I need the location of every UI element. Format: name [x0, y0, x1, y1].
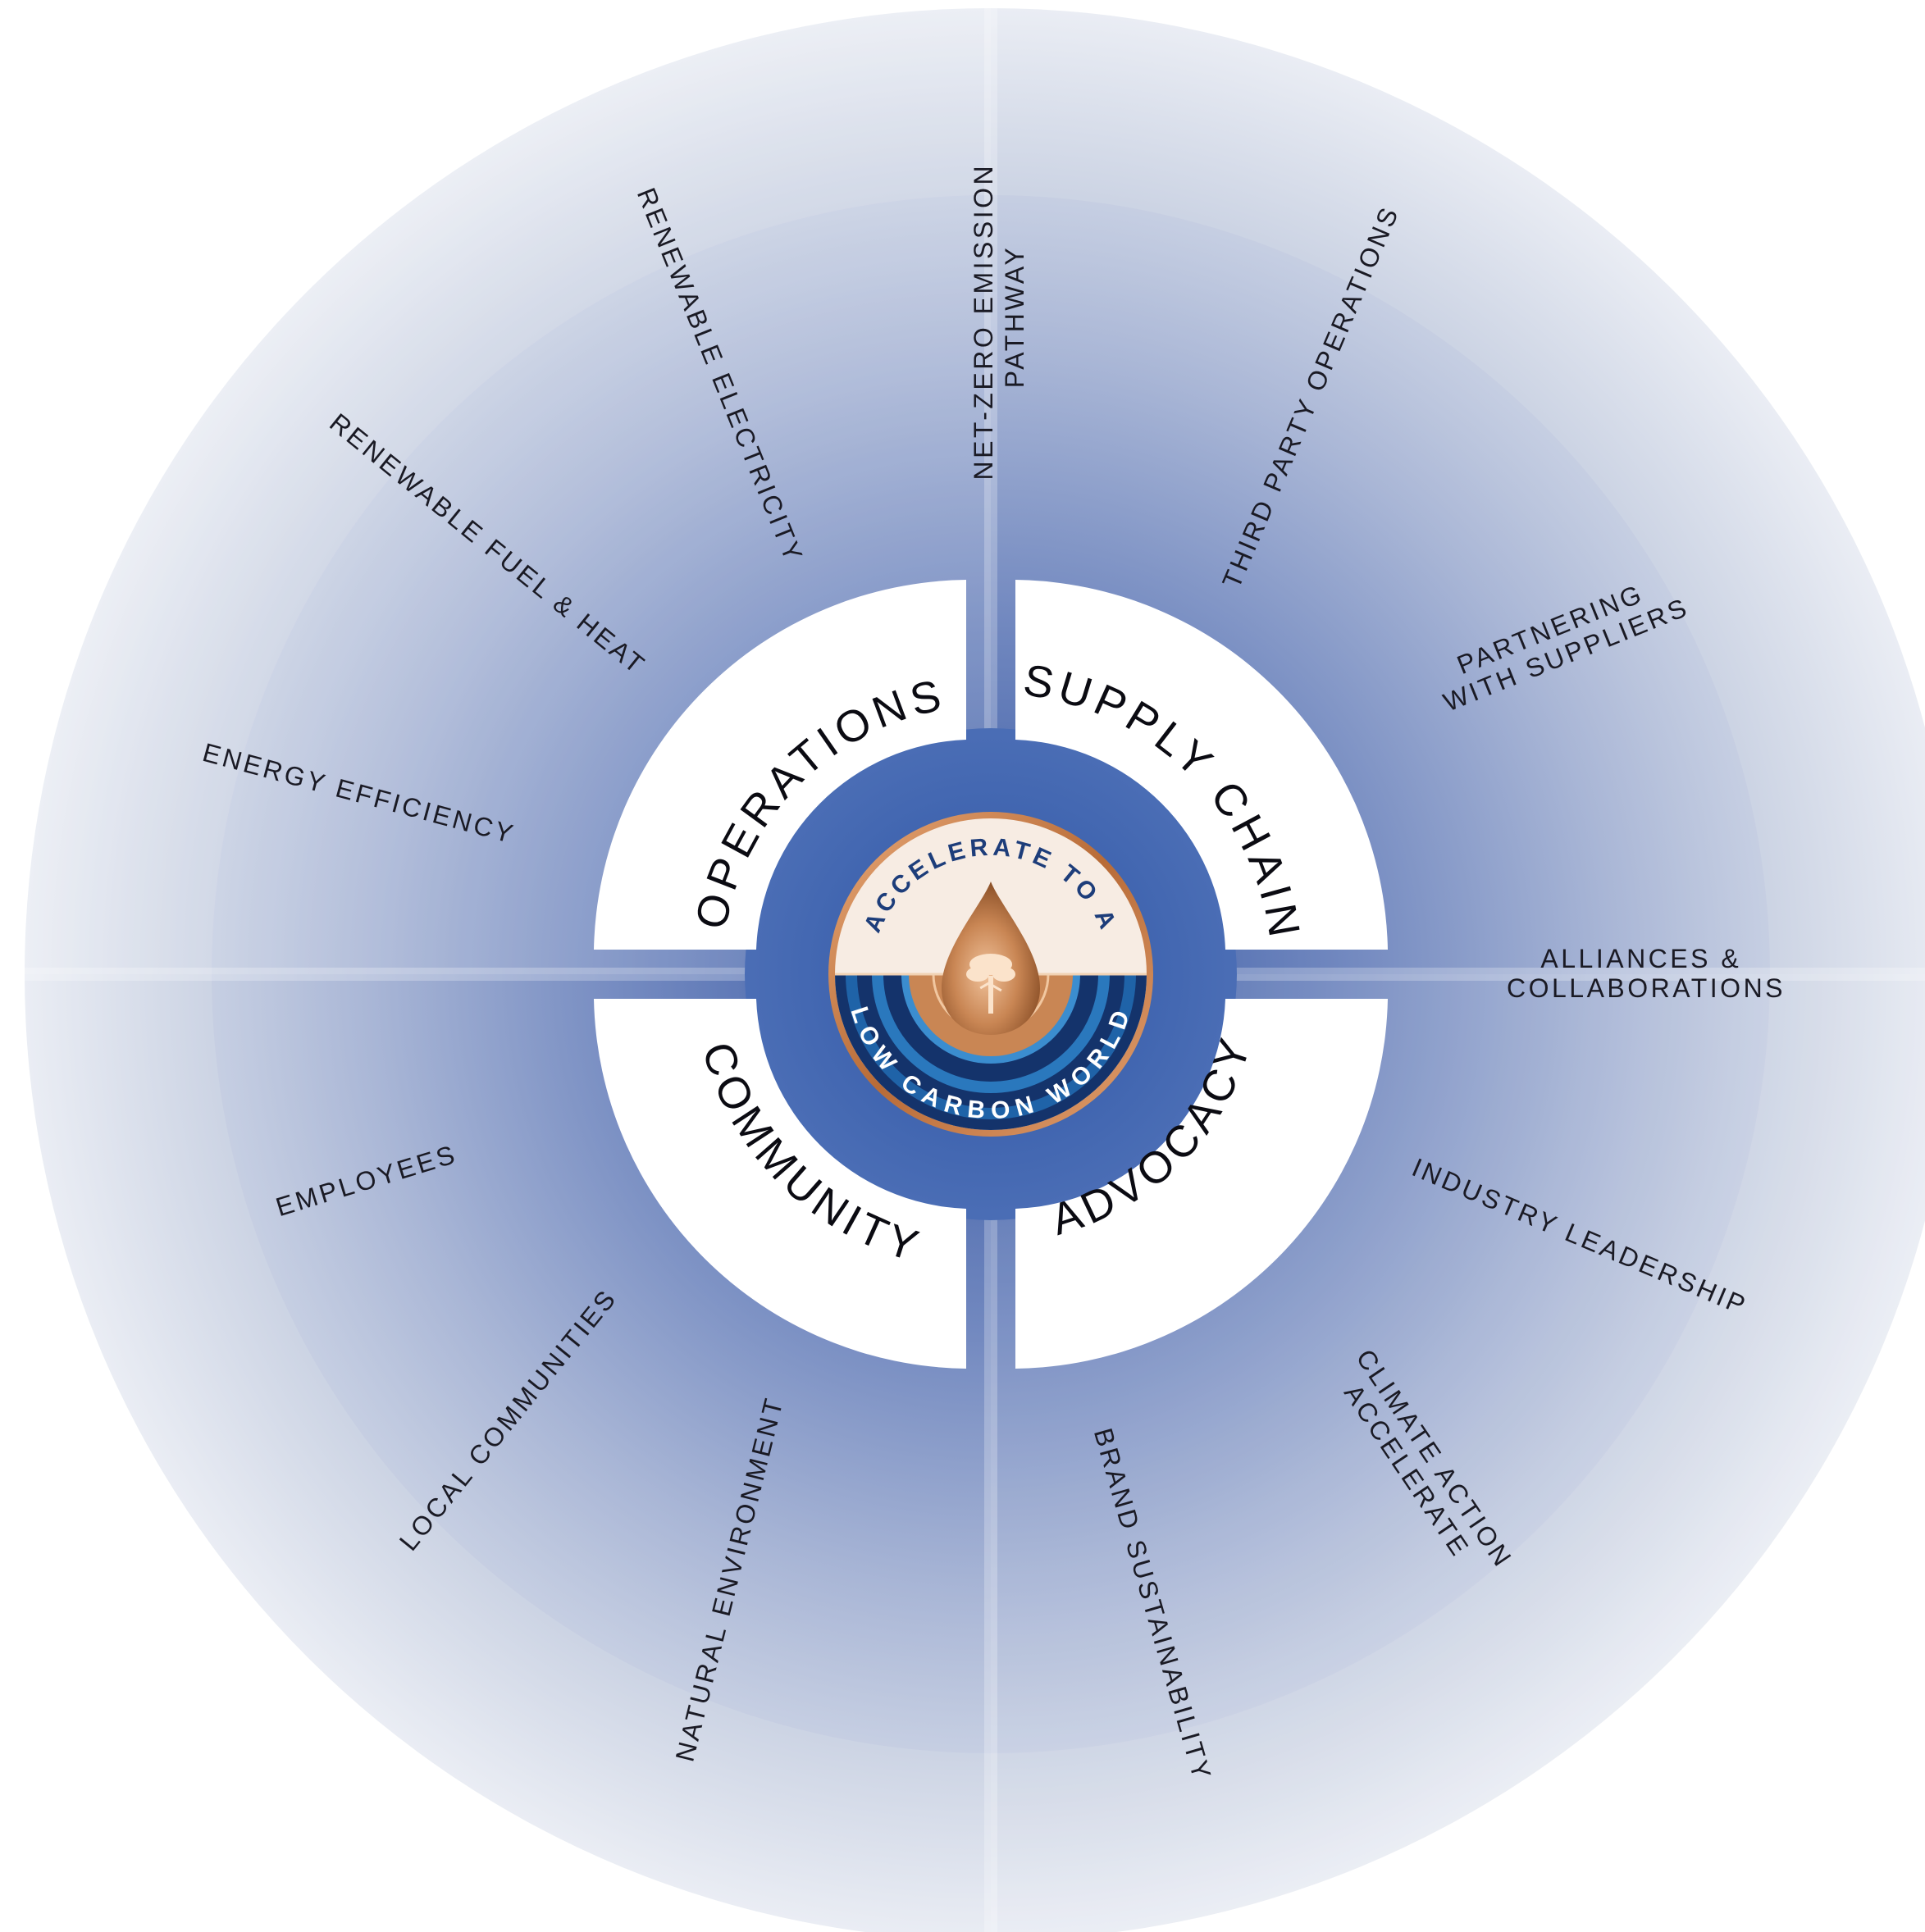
alliances-collaborations-label: ALLIANCES & COLLABORATIONS: [1507, 944, 1786, 1003]
center-badge: ACCELERATE TO A LOW CARBON WORLD: [828, 812, 1153, 1137]
pillar-segments: [594, 580, 1388, 1369]
community-segment[interactable]: [594, 999, 966, 1369]
net-zero-label: NET-ZERO EMISSION PATHWAY: [969, 153, 1029, 480]
advocacy-segment[interactable]: [1015, 999, 1388, 1369]
badge-ripple-inner: [901, 974, 1080, 1064]
badge-tree-icon: [966, 954, 1015, 1014]
supply-chain-segment[interactable]: [1015, 580, 1388, 950]
operations-segment[interactable]: [594, 580, 966, 950]
badge-ripple-outer: [846, 974, 1136, 1119]
badge-ripple-middle: [872, 974, 1110, 1093]
